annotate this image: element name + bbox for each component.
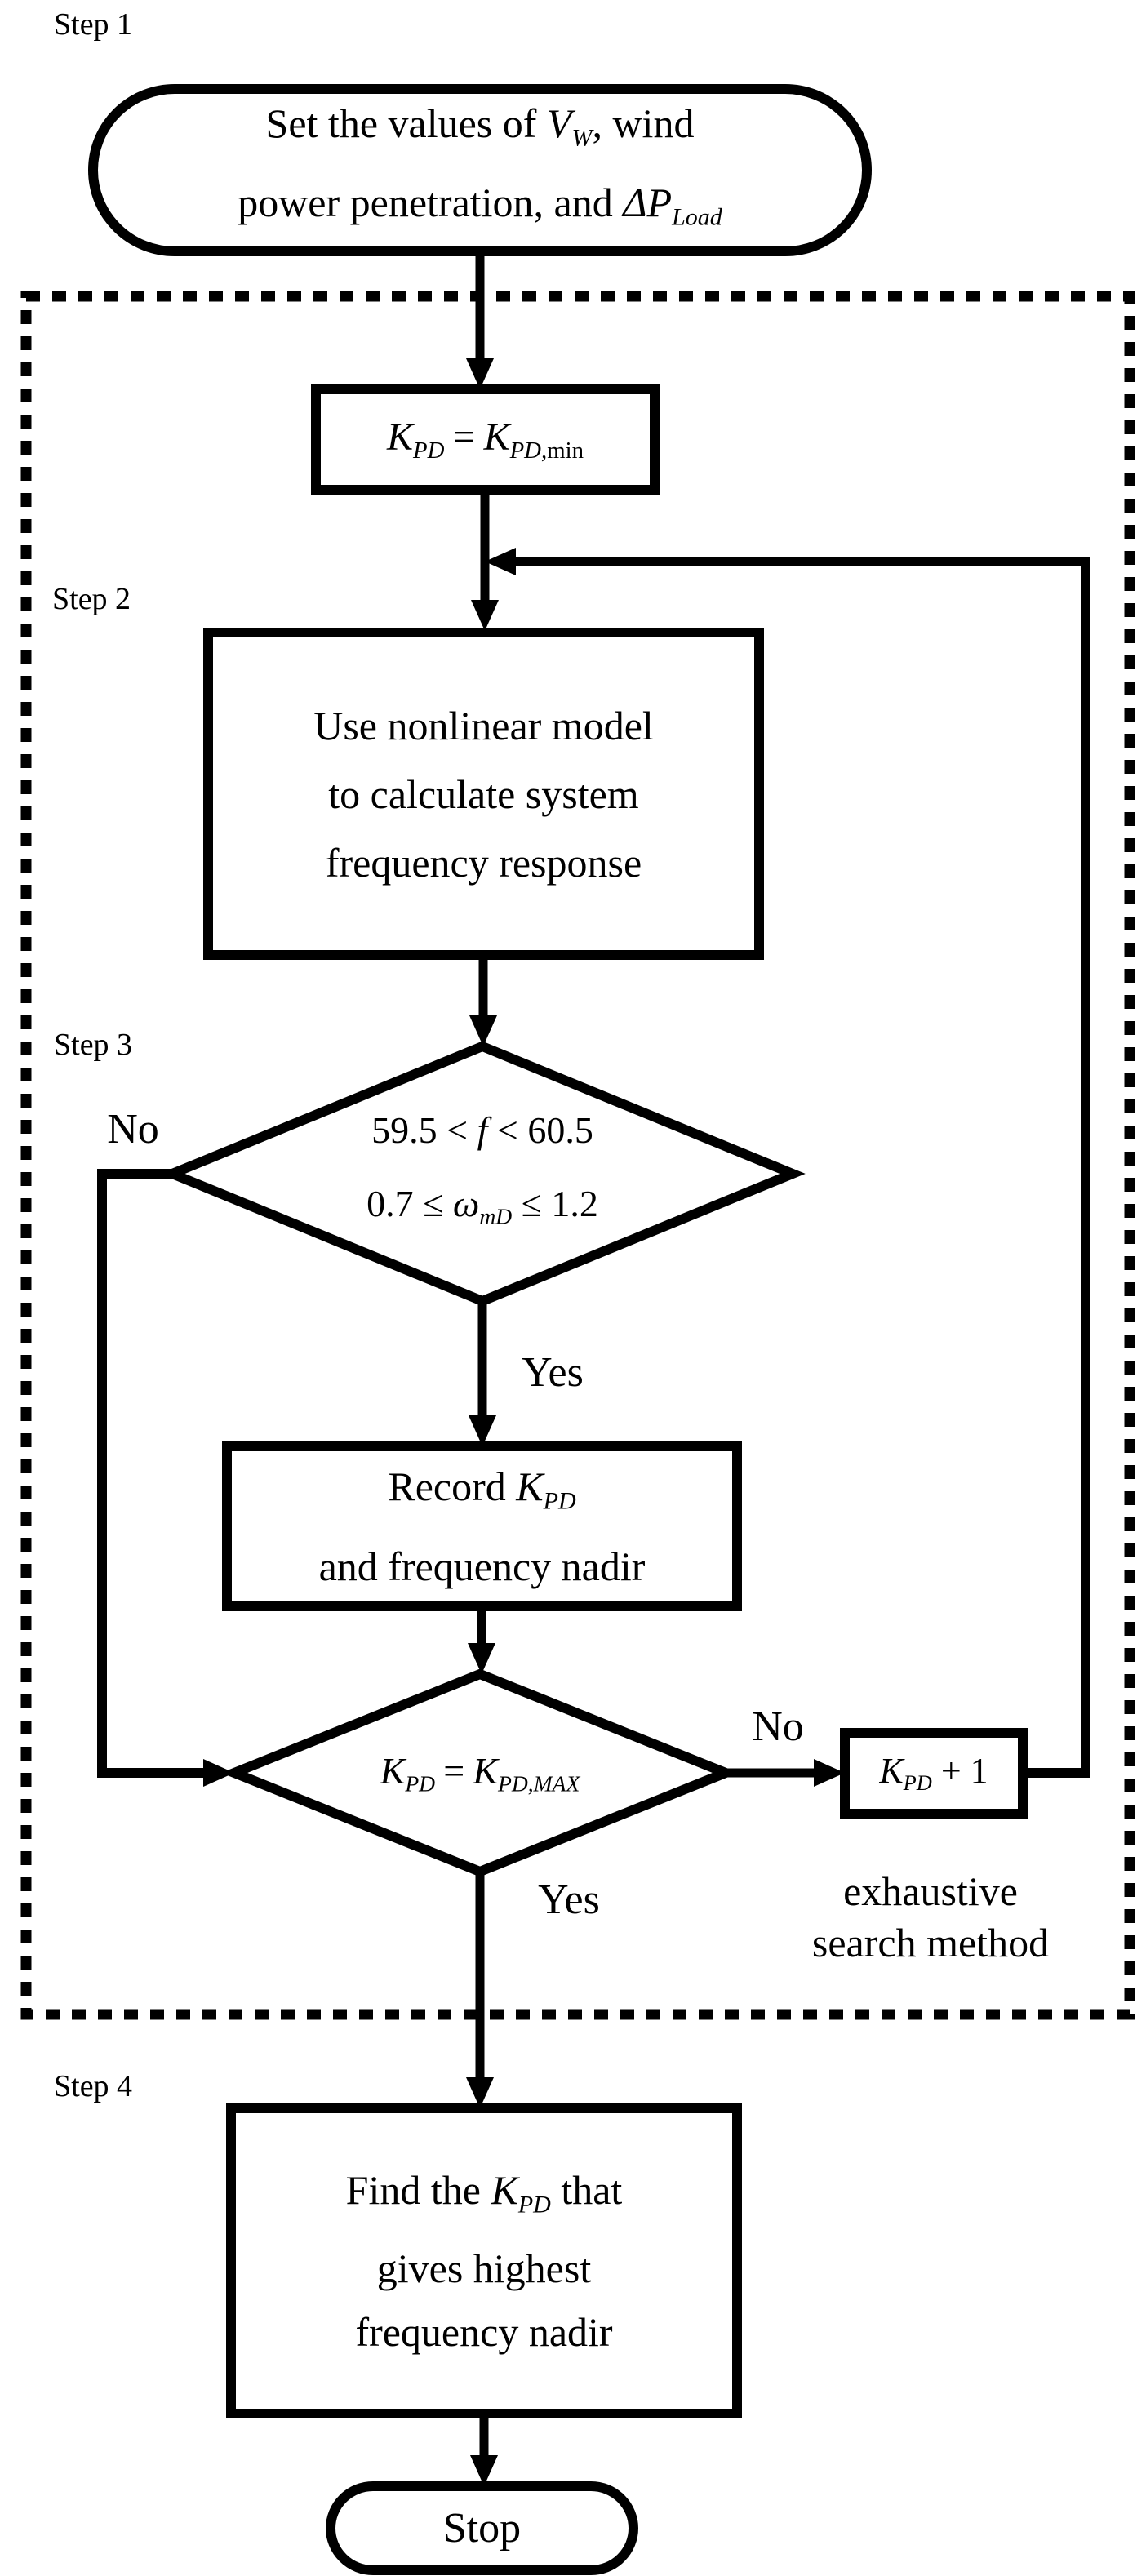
no-label-freq-check: No (107, 1106, 159, 1153)
model-line-1: Use nonlinear model (313, 702, 654, 748)
arrowhead-max-check-yes (466, 2077, 494, 2108)
freq-check-diamond-text: 59.5 < f < 60.5 0.7 ≤ ωmD ≤ 1.2 (172, 1046, 793, 1301)
increment-box-shape (840, 1728, 1028, 1819)
step-3-label: Step 3 (54, 1028, 133, 1062)
freq-check-diamond-shape (159, 1041, 806, 1307)
stop-terminator-shape (326, 2481, 638, 2575)
arrowhead-freq-check-no (203, 1759, 234, 1787)
yes-label-freq-check: Yes (522, 1349, 584, 1396)
init-kpd-box-text: KPD=KPD,min (316, 389, 655, 490)
arrowhead-start-to-init (466, 358, 494, 389)
arrowhead-find-to-stop (470, 2455, 498, 2486)
start-line-2: power penetration, and ΔPLoad (238, 179, 722, 231)
model-line-2: to calculate system (328, 771, 639, 817)
record-line-2: and frequency nadir (318, 1543, 646, 1590)
init-kpd-formula: KPD=KPD,min (387, 415, 584, 464)
edge-freq-check-no (97, 1169, 205, 1778)
record-line-1: Record KPD (388, 1463, 576, 1515)
step-1-label: Step 1 (54, 7, 133, 42)
step-4-label: Step 4 (54, 2069, 133, 2103)
exhaustive-search-note-line-1: exhaustive (843, 1868, 1018, 1914)
start-line-1: Set the values of VW, wind (265, 100, 695, 152)
find-line-2: gives highest (376, 2245, 592, 2292)
arrowhead-record-to-max-check (468, 1643, 495, 1674)
init-kpd-box-shape (311, 384, 660, 495)
max-check-diamond-text: KPD=KPD,MAX (234, 1674, 726, 1872)
freq-check-line-2: 0.7 ≤ ωmD ≤ 1.2 (366, 1183, 598, 1229)
freq-check-line-1: 59.5 < f < 60.5 (371, 1109, 593, 1152)
increment-formula: KPD + 1 (879, 1751, 988, 1796)
yes-label-max-check: Yes (538, 1876, 600, 1923)
start-terminator-text: Set the values of VW, wind power penetra… (93, 89, 867, 251)
start-terminator-shape (88, 84, 872, 256)
exhaustive-search-note-line-2: search method (811, 1920, 1050, 1965)
exhaustive-search-note: exhaustive search method (726, 1866, 1135, 1969)
max-check-diamond-shape (220, 1668, 740, 1877)
no-label-max-check: No (752, 1703, 804, 1750)
nonlinear-model-box-shape (203, 628, 764, 960)
record-box-shape (222, 1441, 742, 1611)
step-2-label: Step 2 (52, 582, 131, 616)
arrowhead-loop-merge (485, 548, 516, 575)
find-line-3: frequency nadir (355, 2309, 613, 2356)
max-check-formula: KPD=KPD,MAX (380, 1749, 580, 1797)
arrowhead-model-to-freq-check (469, 1015, 497, 1046)
find-kpd-box-shape (226, 2103, 742, 2418)
dashed-boundary-box (20, 291, 1135, 2020)
arrowhead-max-check-no (814, 1759, 845, 1787)
find-kpd-box-text: Find the KPD that gives highest frequenc… (231, 2108, 737, 2414)
arrowhead-freq-check-yes (469, 1415, 496, 1446)
increment-box-text: KPD + 1 (845, 1733, 1023, 1814)
model-line-3: frequency response (325, 839, 642, 886)
edge-increment-loop-back (516, 557, 1090, 1778)
stop-terminator-text: Stop (331, 2486, 633, 2570)
nonlinear-model-box-text: Use nonlinear model to calculate system … (208, 633, 759, 955)
record-box-text: Record KPD and frequency nadir (227, 1446, 737, 1606)
stop-label: Stop (442, 2505, 522, 2552)
find-line-1: Find the KPD that (345, 2166, 623, 2218)
arrowhead-init-to-model (471, 600, 499, 631)
